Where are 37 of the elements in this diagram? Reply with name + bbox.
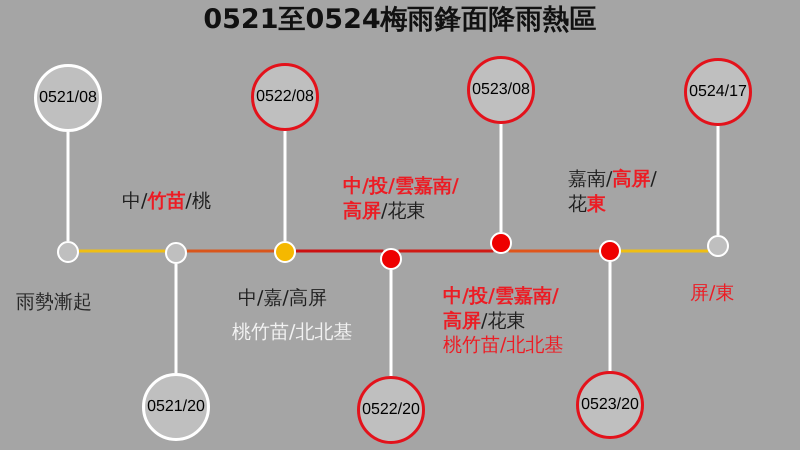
date-circle: 0522/20 (357, 376, 425, 444)
timeline-line (508, 250, 599, 252)
connector-line (390, 270, 392, 376)
connector-line (716, 126, 720, 235)
timeline-dot (490, 232, 512, 254)
region-text: 中/投/雲嘉南/高屏/花東 (443, 284, 560, 334)
timeline-line (398, 250, 494, 252)
connector-line (284, 131, 286, 241)
region-text: 中/投/雲嘉南/高屏/花東 (343, 174, 460, 224)
date-circle: 0521/08 (34, 64, 102, 132)
timeline-dot (707, 235, 729, 257)
region-text: 中/嘉/高屏 (238, 286, 327, 311)
date-circle: 0521/20 (142, 373, 210, 441)
region-text: 桃竹苗/北北基 (443, 333, 564, 358)
timeline-line (621, 250, 708, 252)
connector-line (608, 262, 612, 371)
title: 0521至0524梅雨鋒面降雨熱區 (203, 3, 597, 37)
date-circle: 0523/08 (467, 56, 535, 124)
region-text: 桃竹苗/北北基 (232, 320, 352, 345)
region-text: 嘉南/高屏/花東 (568, 167, 658, 217)
timeline-line (78, 250, 166, 252)
timeline-dot (165, 242, 187, 264)
region-text: 中/竹苗/桃 (122, 189, 211, 214)
date-circle: 0524/17 (684, 58, 752, 126)
timeline-line (186, 250, 274, 252)
region-text: 雨勢漸起 (16, 290, 92, 315)
connector-line (66, 132, 70, 241)
region-text: 屏/東 (690, 281, 734, 306)
timeline-dot (274, 241, 296, 263)
timeline-dot (380, 248, 402, 270)
timeline-dot (599, 240, 621, 262)
date-circle: 0522/08 (251, 63, 319, 131)
date-circle: 0523/20 (576, 371, 644, 439)
connector-line (174, 264, 178, 373)
connector-line (500, 124, 502, 232)
timeline-dot (57, 241, 79, 263)
timeline-line (296, 250, 384, 252)
